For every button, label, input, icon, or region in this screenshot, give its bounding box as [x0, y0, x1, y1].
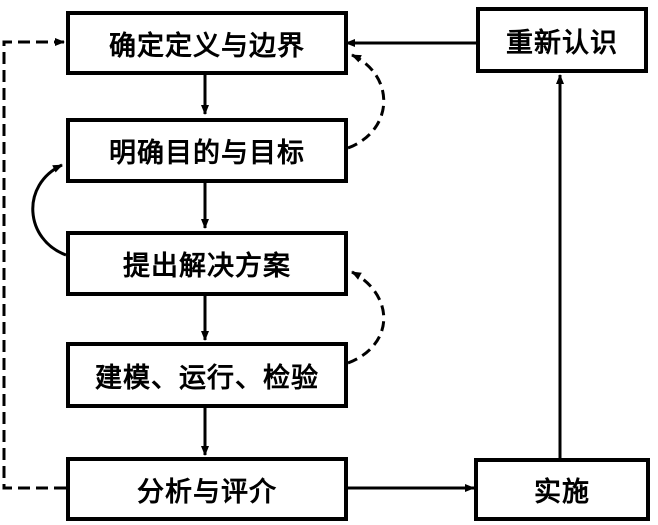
node-define: 确定定义与边界 [66, 11, 348, 75]
node-model: 建模、运行、检验 [66, 342, 348, 408]
node-goal-label: 明确目的与目标 [109, 138, 305, 169]
node-goal: 明确目的与目标 [66, 118, 348, 183]
node-implement: 实施 [474, 458, 650, 521]
node-model-label: 建模、运行、检验 [95, 362, 319, 394]
edge-propose-goal-curve [31, 163, 67, 257]
node-recognize-label: 重新认识 [506, 27, 618, 59]
edge-analyze-define-dashed [2, 38, 66, 490]
node-analyze: 分析与评介 [66, 457, 348, 521]
edge-goal-define-dashed [347, 53, 386, 150]
node-propose: 提出解决方案 [66, 231, 348, 296]
node-define-label: 确定定义与边界 [109, 30, 305, 62]
node-implement-label: 实施 [534, 477, 590, 508]
node-recognize: 重新认识 [476, 7, 648, 73]
node-propose-label: 提出解决方案 [123, 251, 291, 282]
node-analyze-label: 分析与评介 [137, 476, 277, 508]
edge-model-propose-dashed [347, 270, 386, 365]
